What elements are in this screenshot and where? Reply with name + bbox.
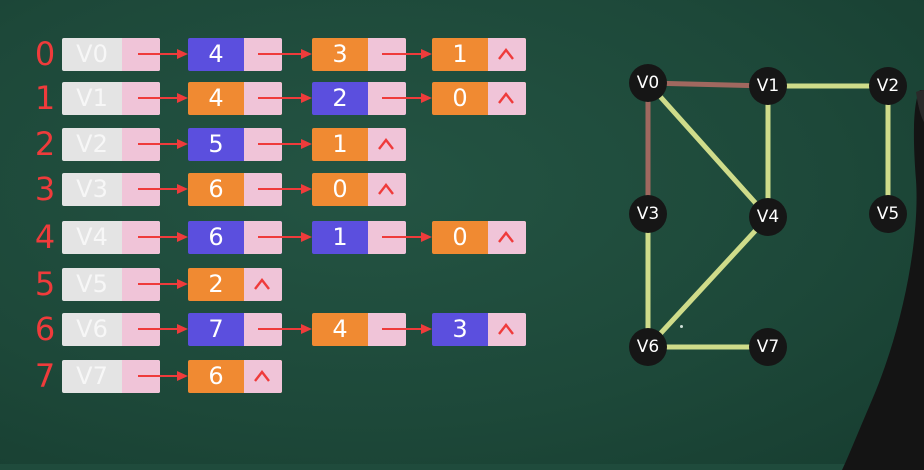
adjacent-index: 6 (208, 175, 224, 203)
next-arrow-head (421, 93, 432, 103)
next-pointer (488, 313, 526, 346)
adjacent-index: 4 (208, 40, 224, 68)
edge-node: 2 (188, 268, 282, 301)
adjacent-index: 1 (452, 40, 468, 68)
null-pointer-icon (498, 92, 514, 104)
graph-node-v5: V5 (869, 195, 907, 233)
row-index: 3 (34, 170, 56, 208)
next-pointer (488, 221, 526, 254)
next-pointer (488, 38, 526, 71)
pointer-arrow-head (177, 232, 188, 242)
pointer-arrow-head (177, 371, 188, 381)
null-pointer-icon (254, 370, 270, 382)
pointer-arrow-head (177, 324, 188, 334)
adjacent-index: 0 (452, 223, 468, 251)
next-arrow-head (301, 184, 312, 194)
next-arrow-head (421, 232, 432, 242)
row-index: 5 (34, 265, 56, 303)
edge-node: 1 (312, 128, 406, 161)
adjacent-index: 3 (452, 315, 468, 343)
next-arrow-head (421, 324, 432, 334)
next-arrow-head (421, 49, 432, 59)
pointer-arrow-head (177, 279, 188, 289)
presenter-silhouette (842, 90, 924, 470)
edge-node: 0 (312, 173, 406, 206)
next-pointer (368, 128, 406, 161)
null-pointer-icon (254, 278, 270, 290)
adjacent-index: 0 (452, 84, 468, 112)
adjacent-index: 3 (332, 40, 348, 68)
next-arrow-head (301, 93, 312, 103)
row-index: 2 (34, 125, 56, 163)
pointer-arrow-head (177, 49, 188, 59)
adjacent-index: 4 (332, 315, 348, 343)
adjacent-index: 2 (208, 270, 224, 298)
edge-node: 0 (432, 221, 526, 254)
vertex-label: V7 (76, 362, 108, 390)
next-arrow-head (301, 49, 312, 59)
next-arrow-head (301, 324, 312, 334)
graph-node-v6: V6 (629, 328, 667, 366)
graph-edge-v0-v1 (645, 80, 771, 89)
graph-edge-v4-v6 (645, 214, 771, 350)
next-arrow-head (301, 139, 312, 149)
graph-node-v2: V2 (869, 67, 907, 105)
vertex-label: V5 (76, 270, 108, 298)
null-pointer-icon (498, 48, 514, 60)
graph-node-v4: V4 (749, 198, 787, 236)
adjacent-index: 0 (332, 175, 348, 203)
adjacent-index: 4 (208, 84, 224, 112)
edge-node: 6 (188, 360, 282, 393)
edge-node: 3 (432, 313, 526, 346)
adjacent-index: 6 (208, 362, 224, 390)
row-index: 0 (34, 35, 56, 73)
graph-node-v7: V7 (749, 328, 787, 366)
pointer-arrow-head (177, 139, 188, 149)
next-pointer (368, 173, 406, 206)
graph-node-v1: V1 (749, 67, 787, 105)
adjacent-index: 7 (208, 315, 224, 343)
pointer-arrow-head (177, 93, 188, 103)
null-pointer-icon (378, 138, 394, 150)
edge-node: 0 (432, 82, 526, 115)
adjacent-index: 2 (332, 84, 348, 112)
row-index: 1 (34, 79, 56, 117)
vertex-head-cell: V2 (62, 128, 160, 161)
null-pointer-icon (378, 183, 394, 195)
vertex-label: V0 (76, 40, 108, 68)
next-pointer (488, 82, 526, 115)
null-pointer-icon (498, 323, 514, 335)
graph-edge-v0-v4 (645, 80, 771, 220)
vertex-head-cell: V7 (62, 360, 160, 393)
vertex-label: V1 (76, 84, 108, 112)
vertex-label: V6 (76, 315, 108, 343)
edge-node: 1 (432, 38, 526, 71)
next-arrow-head (301, 232, 312, 242)
row-index: 7 (34, 357, 56, 395)
graph-node-v0: V0 (629, 64, 667, 102)
next-pointer (244, 268, 282, 301)
row-index: 4 (34, 218, 56, 256)
adjacent-index: 6 (208, 223, 224, 251)
vertex-label: V4 (76, 223, 108, 251)
vertex-label: V2 (76, 130, 108, 158)
graph-node-v3: V3 (629, 195, 667, 233)
next-pointer (244, 360, 282, 393)
adjacent-index: 1 (332, 130, 348, 158)
pointer-arrow-head (177, 184, 188, 194)
vertex-label: V3 (76, 175, 108, 203)
adjacent-index: 1 (332, 223, 348, 251)
adjacent-index: 5 (208, 130, 224, 158)
row-index: 6 (34, 310, 56, 348)
null-pointer-icon (498, 231, 514, 243)
chalk-dot (680, 325, 683, 328)
